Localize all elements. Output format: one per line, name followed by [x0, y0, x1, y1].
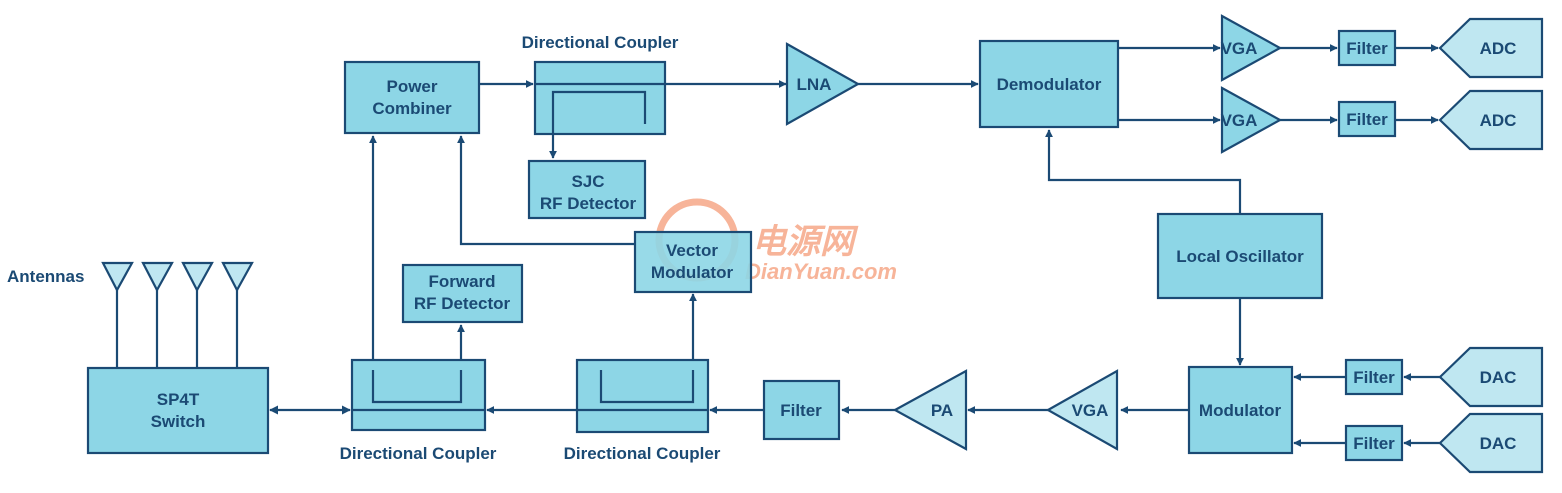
vga-rx-top-label: VGA	[1221, 39, 1258, 58]
antenna-icon	[221, 261, 254, 293]
sjc-line1: SJC	[571, 172, 604, 191]
connections	[115, 44, 1440, 447]
antenna-icon	[101, 261, 134, 293]
filter-tx-top-block: Filter	[1344, 358, 1404, 396]
filter-tx-label: Filter	[780, 401, 822, 420]
coupler-bottom-right-label: Directional Coupler	[564, 444, 721, 463]
local-oscillator-block: Local Oscillator	[1156, 212, 1324, 300]
forward-rf-detector-block: Forward RF Detector	[401, 263, 524, 324]
directional-coupler-top	[533, 60, 667, 159]
antenna-icon	[181, 261, 214, 293]
amplifier-icon	[785, 42, 861, 126]
antenna-array	[101, 261, 254, 293]
dac-top-block: DAC	[1438, 346, 1544, 408]
local-oscillator-label: Local Oscillator	[1176, 247, 1304, 266]
dac-top-label: DAC	[1480, 368, 1517, 387]
filter-rx-bottom-block: Filter	[1337, 100, 1397, 138]
antennas-label: Antennas	[7, 267, 84, 286]
amplifier-icon	[1220, 86, 1283, 154]
power-combiner-line1: Power	[386, 77, 437, 96]
coupler-top-label: Directional Coupler	[522, 33, 679, 52]
coupler-bottom-left-label: Directional Coupler	[340, 444, 497, 463]
vga-rx-bottom-label: VGA	[1221, 111, 1258, 130]
forward-line1: Forward	[428, 272, 495, 291]
forward-line2: RF Detector	[414, 294, 511, 313]
modulator-label: Modulator	[1199, 401, 1282, 420]
watermark-en-text: DianYuan.com	[745, 259, 897, 284]
antenna-icon	[141, 261, 174, 293]
vga-tx-block: VGA	[1045, 369, 1119, 451]
dac-bottom-label: DAC	[1480, 434, 1517, 453]
power-combiner-line2: Combiner	[372, 99, 452, 118]
sp4t-switch-block: SP4T Switch	[86, 366, 270, 455]
amplifier-icon	[1220, 14, 1283, 82]
demodulator-label: Demodulator	[997, 75, 1102, 94]
power-combiner-block: Power Combiner	[343, 60, 481, 135]
demodulator-block: Demodulator	[978, 39, 1120, 129]
lna-label: LNA	[797, 75, 832, 94]
directional-coupler-bottom-right	[575, 358, 710, 434]
adc-bottom-block: ADC	[1438, 89, 1544, 151]
vga-tx-label: VGA	[1072, 401, 1109, 420]
pa-label: PA	[931, 401, 953, 420]
directional-coupler-bottom-left	[350, 358, 487, 432]
vector-modulator-block: Vector Modulator	[633, 230, 753, 294]
amplifier-icon	[892, 369, 968, 451]
filter-rx-top-block: Filter	[1337, 29, 1397, 67]
dac-bottom-block: DAC	[1438, 412, 1544, 474]
sp4t-line2: Switch	[151, 412, 206, 431]
vga-rx-top-block: VGA	[1220, 14, 1283, 82]
amplifier-icon	[1045, 369, 1119, 451]
modulator-block: Modulator	[1187, 365, 1294, 455]
adc-top-block: ADC	[1438, 17, 1544, 79]
filter-rx-top-label: Filter	[1346, 39, 1388, 58]
sp4t-line1: SP4T	[157, 390, 200, 409]
filter-tx-block: Filter	[762, 379, 841, 441]
filter-tx-bottom-label: Filter	[1353, 434, 1395, 453]
filter-tx-top-label: Filter	[1353, 368, 1395, 387]
watermark-cn-text: 电源网	[752, 223, 859, 261]
pa-block: PA	[892, 369, 968, 451]
adc-bottom-label: ADC	[1480, 111, 1517, 130]
sjc-rf-detector-block: SJC RF Detector	[527, 159, 647, 220]
lna-block: LNA	[785, 42, 861, 126]
filter-tx-bottom-block: Filter	[1344, 424, 1404, 462]
vga-rx-bottom-block: VGA	[1220, 86, 1283, 154]
vector-line1: Vector	[666, 241, 718, 260]
adc-top-label: ADC	[1480, 39, 1517, 58]
vector-line2: Modulator	[651, 263, 734, 282]
filter-rx-bottom-label: Filter	[1346, 110, 1388, 129]
sjc-line2: RF Detector	[540, 194, 637, 213]
